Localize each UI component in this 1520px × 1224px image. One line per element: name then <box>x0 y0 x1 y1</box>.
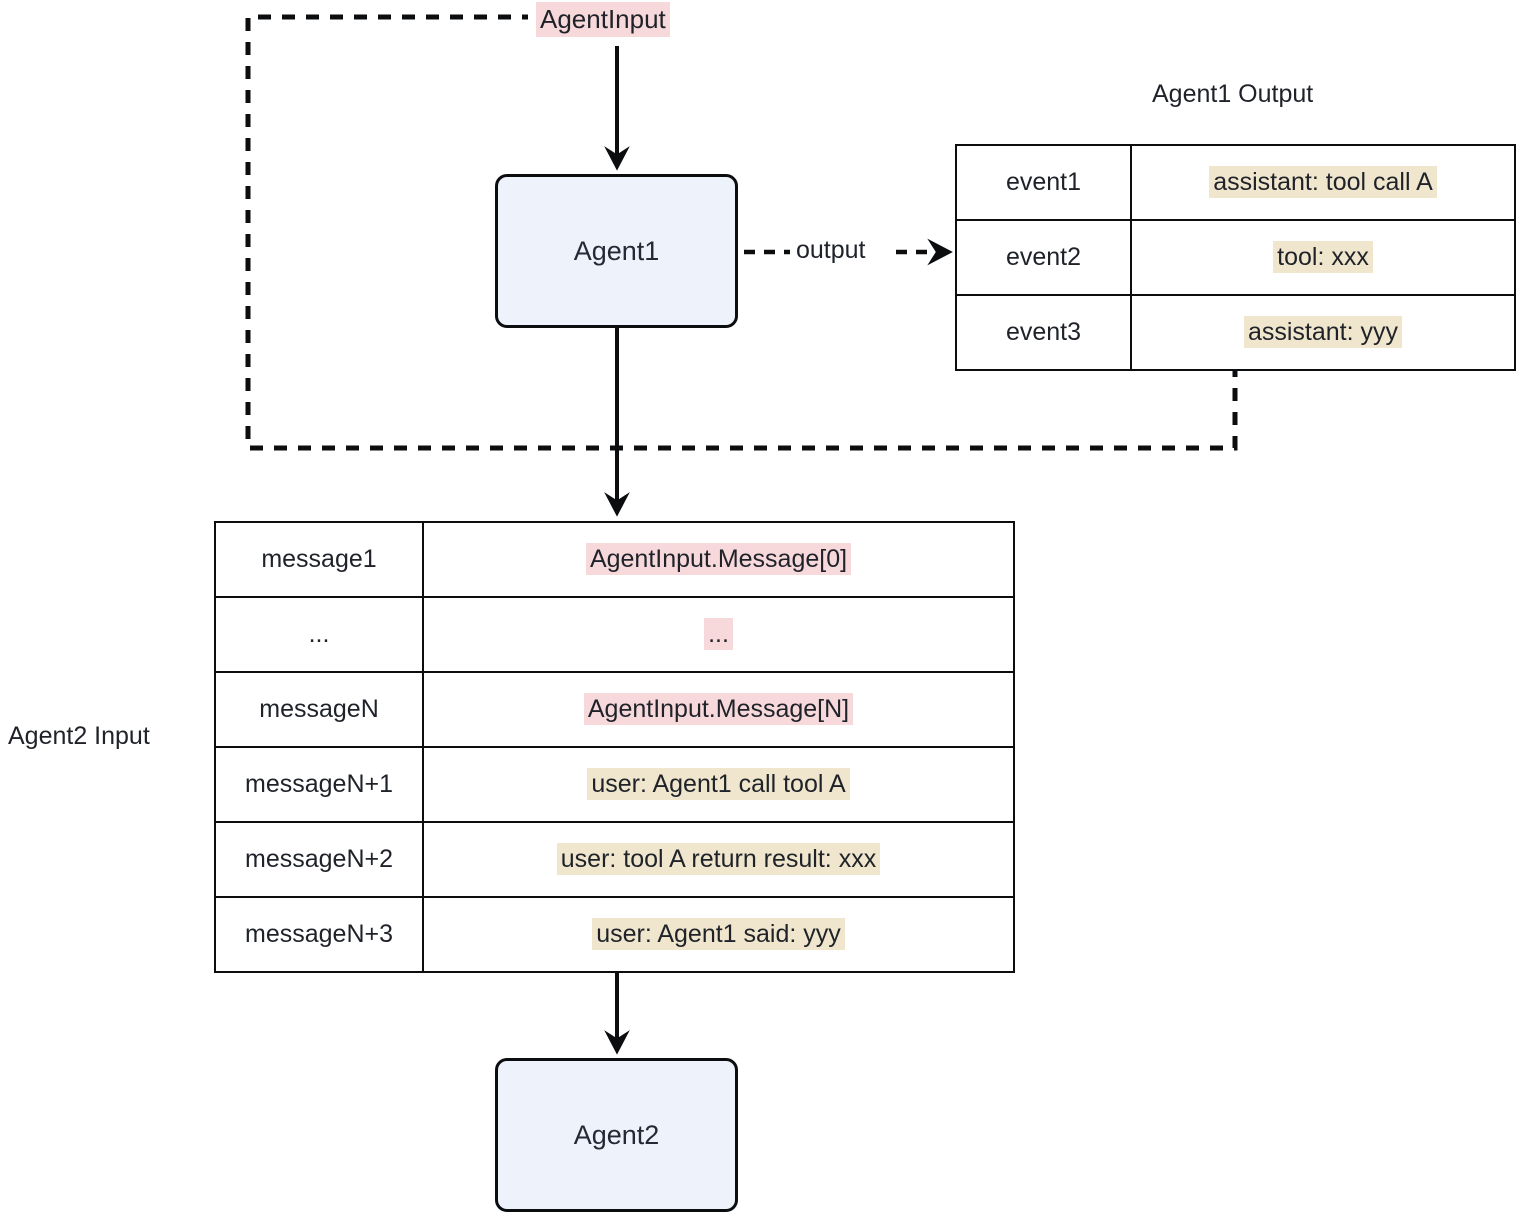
message-value: user: Agent1 said: yyy <box>422 896 1015 973</box>
message-value-text: AgentInput.Message[N] <box>583 693 854 725</box>
event-value-text: assistant: tool call A <box>1209 166 1437 198</box>
event-key: event2 <box>955 219 1132 296</box>
event-value: tool: xxx <box>1130 219 1516 296</box>
agent1-node[interactable]: Agent1 <box>495 174 738 328</box>
message-key: messageN+2 <box>214 821 424 898</box>
message-value-text: user: tool A return result: xxx <box>556 843 881 875</box>
event-key: event1 <box>955 144 1132 221</box>
agent2-input-table: message1 AgentInput.Message[0] ... ... m… <box>214 521 1015 973</box>
agent1-output-title: Agent1 Output <box>1152 80 1314 108</box>
event-value: assistant: tool call A <box>1130 144 1516 221</box>
message-value-text: AgentInput.Message[0] <box>585 543 852 575</box>
output-edge-label: output <box>791 236 871 265</box>
message-key: ... <box>214 596 424 673</box>
agent1-node-label: Agent1 <box>573 235 660 266</box>
table-row: messageN+1 user: Agent1 call tool A <box>214 746 1015 823</box>
message-value-text: user: Agent1 said: yyy <box>592 918 845 950</box>
agent2-node-label: Agent2 <box>573 1119 660 1150</box>
agent1-output-table: event1 assistant: tool call A event2 too… <box>955 144 1516 371</box>
table-row: ... ... <box>214 596 1015 673</box>
table-row: event2 tool: xxx <box>955 219 1516 296</box>
message-value: ... <box>422 596 1015 673</box>
table-row: messageN+2 user: tool A return result: x… <box>214 821 1015 898</box>
table-row: messageN AgentInput.Message[N] <box>214 671 1015 748</box>
message-value: AgentInput.Message[0] <box>422 521 1015 598</box>
message-value-text: ... <box>704 618 733 650</box>
table-row: event1 assistant: tool call A <box>955 144 1516 221</box>
message-value: user: tool A return result: xxx <box>422 821 1015 898</box>
event-key: event3 <box>955 294 1132 371</box>
agent2-node[interactable]: Agent2 <box>495 1058 738 1212</box>
agent-input-label: AgentInput <box>536 2 670 37</box>
message-key: message1 <box>214 521 424 598</box>
message-key: messageN <box>214 671 424 748</box>
agent2-input-title: Agent2 Input <box>8 722 150 750</box>
table-row: messageN+3 user: Agent1 said: yyy <box>214 896 1015 973</box>
message-value-text: user: Agent1 call tool A <box>587 768 850 800</box>
event-value: assistant: yyy <box>1130 294 1516 371</box>
table-row: event3 assistant: yyy <box>955 294 1516 371</box>
message-value: user: Agent1 call tool A <box>422 746 1015 823</box>
message-value: AgentInput.Message[N] <box>422 671 1015 748</box>
message-key: messageN+3 <box>214 896 424 973</box>
message-key: messageN+1 <box>214 746 424 823</box>
event-value-text: tool: xxx <box>1273 241 1373 273</box>
event-value-text: assistant: yyy <box>1243 316 1403 348</box>
table-row: message1 AgentInput.Message[0] <box>214 521 1015 598</box>
